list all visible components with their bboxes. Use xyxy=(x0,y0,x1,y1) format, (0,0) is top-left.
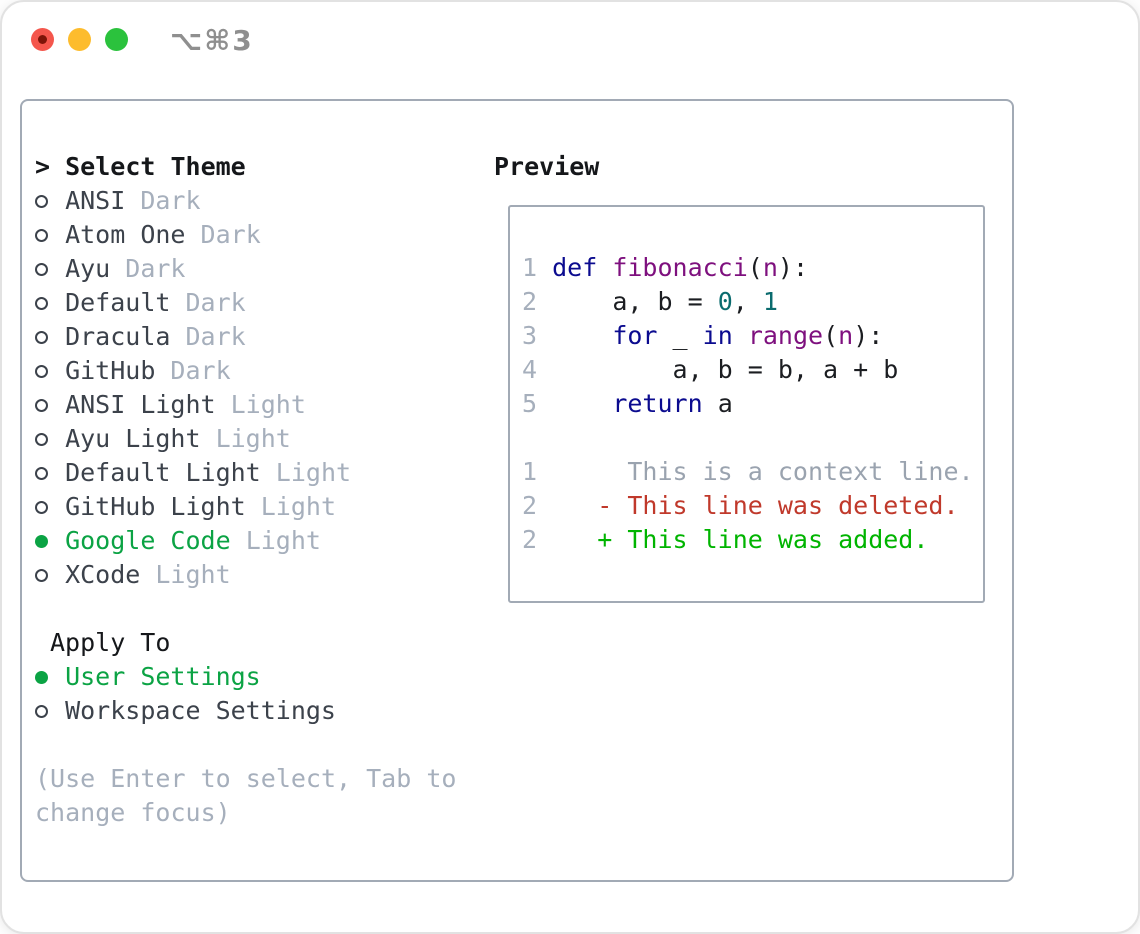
option-variant-label: Light xyxy=(245,492,336,521)
option-label: Atom One xyxy=(65,220,186,249)
option-label: Workspace Settings xyxy=(65,696,336,725)
radio-unselected-icon xyxy=(35,218,50,252)
apply-to-title: Apply To xyxy=(50,628,171,657)
theme-option-github[interactable]: GitHub Dark xyxy=(35,354,456,388)
diff-line-deleted: 2 - This line was deleted. xyxy=(522,489,983,523)
option-variant-label: Dark xyxy=(155,356,231,385)
option-variant-label: Dark xyxy=(170,288,246,317)
code-line: 4 a, b = b, a + b xyxy=(522,353,983,387)
line-number: 2 xyxy=(522,491,598,520)
radio-unselected-icon xyxy=(35,694,50,728)
code-line: 1 def fibonacci(n): xyxy=(522,251,983,285)
diff-preview: 1 This is a context line.2 - This line w… xyxy=(522,455,983,557)
apply-option-workspace-settings[interactable]: Workspace Settings xyxy=(35,694,456,728)
radio-selected-icon xyxy=(35,524,50,558)
option-variant-label: Dark xyxy=(110,254,186,283)
theme-option-dracula[interactable]: Dracula Dark xyxy=(35,320,456,354)
theme-option-google-code[interactable]: Google Code Light xyxy=(35,524,456,558)
preview-title: Preview xyxy=(494,152,600,181)
spacer xyxy=(35,592,456,626)
select-theme-title: Select Theme xyxy=(65,152,246,181)
radio-selected-icon xyxy=(35,660,50,694)
close-button[interactable] xyxy=(31,28,54,51)
spacer xyxy=(35,728,456,762)
spacer xyxy=(522,421,983,455)
radio-unselected-icon xyxy=(35,490,50,524)
option-label: ANSI Light xyxy=(65,390,216,419)
option-variant-label: Light xyxy=(230,526,321,555)
line-number: 2 xyxy=(522,525,598,554)
radio-unselected-icon xyxy=(35,320,50,354)
radio-unselected-icon xyxy=(35,354,50,388)
radio-unselected-icon xyxy=(35,388,50,422)
code-line: 2 a, b = 0, 1 xyxy=(522,285,983,319)
option-label: XCode xyxy=(65,560,141,589)
option-label: Google Code xyxy=(65,526,231,555)
theme-option-default[interactable]: Default Dark xyxy=(35,286,456,320)
option-variant-label: Light xyxy=(140,560,231,589)
option-label: Ayu xyxy=(65,254,111,283)
theme-option-github-light[interactable]: GitHub Light Light xyxy=(35,490,456,524)
option-label: Default xyxy=(65,288,171,317)
code-line: 3 for _ in range(n): xyxy=(522,319,983,353)
minimize-button[interactable] xyxy=(68,28,91,51)
radio-unselected-icon xyxy=(35,422,50,456)
option-label: GitHub xyxy=(65,356,156,385)
radio-unselected-icon xyxy=(35,456,50,490)
theme-option-atom-one[interactable]: Atom One Dark xyxy=(35,218,456,252)
window-title: ⌥⌘3 xyxy=(170,24,254,57)
diff-line-added: 2 + This line was added. xyxy=(522,523,983,557)
theme-list: ANSI Dark Atom One Dark Ayu Dark Default… xyxy=(35,184,456,592)
option-label: ANSI xyxy=(65,186,126,215)
theme-option-default-light[interactable]: Default Light Light xyxy=(35,456,456,490)
theme-picker-panel: > Select Theme ANSI Dark Atom One Dark A… xyxy=(20,99,1014,882)
help-text-line-2: change focus) xyxy=(35,798,231,827)
radio-unselected-icon xyxy=(35,184,50,218)
code-line: 5 return a xyxy=(522,387,983,421)
zoom-button[interactable] xyxy=(105,28,128,51)
prompt-caret: > xyxy=(35,152,66,181)
theme-option-xcode[interactable]: XCode Light xyxy=(35,558,456,592)
theme-option-ayu[interactable]: Ayu Dark xyxy=(35,252,456,286)
select-theme-header: > Select Theme xyxy=(35,150,456,184)
option-variant-label: Dark xyxy=(125,186,201,215)
help-text-line-1: (Use Enter to select, Tab to xyxy=(35,764,457,793)
line-number: 1 xyxy=(522,457,598,486)
apply-to-header: Apply To xyxy=(35,626,456,660)
radio-unselected-icon xyxy=(35,558,50,592)
option-variant-label: Light xyxy=(260,458,352,487)
diff-line-context: 1 This is a context line. xyxy=(522,455,983,489)
radio-unselected-icon xyxy=(35,252,50,286)
line-number: 1 xyxy=(522,253,553,282)
titlebar: ⌥⌘3 xyxy=(2,2,1138,99)
theme-option-ayu-light[interactable]: Ayu Light Light xyxy=(35,422,456,456)
radio-unselected-icon xyxy=(35,286,50,320)
option-variant-label: Light xyxy=(215,390,306,419)
option-label: Ayu Light xyxy=(65,424,201,453)
option-label: GitHub Light xyxy=(65,492,246,521)
option-label: Default Light xyxy=(65,458,261,487)
option-variant-label: Dark xyxy=(170,322,246,351)
theme-option-ansi[interactable]: ANSI Dark xyxy=(35,184,456,218)
apply-option-user-settings[interactable]: User Settings xyxy=(35,660,456,694)
apply-to-list: User Settings Workspace Settings xyxy=(35,660,456,728)
option-variant-label: Light xyxy=(200,424,291,453)
option-label: User Settings xyxy=(65,662,261,691)
spacer-cell xyxy=(35,626,50,660)
line-number: 4 xyxy=(522,355,553,384)
line-number: 2 xyxy=(522,287,553,316)
option-label: Dracula xyxy=(65,322,171,351)
theme-list-column: > Select Theme ANSI Dark Atom One Dark A… xyxy=(35,150,456,830)
theme-option-ansi-light[interactable]: ANSI Light Light xyxy=(35,388,456,422)
line-number: 3 xyxy=(522,321,553,350)
option-variant-label: Dark xyxy=(185,220,261,249)
line-number: 5 xyxy=(522,389,553,418)
